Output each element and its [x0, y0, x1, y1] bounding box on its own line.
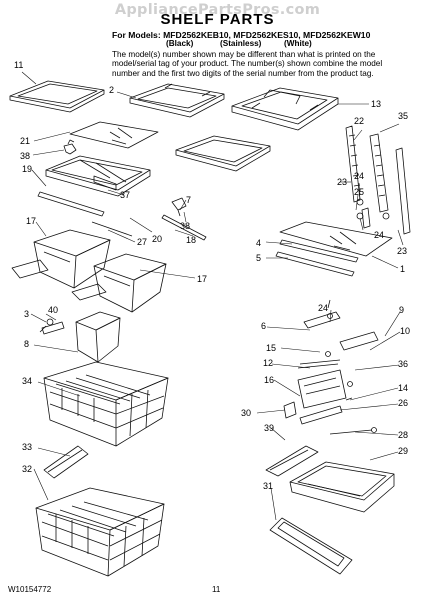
part-16-36-14-assembly	[298, 370, 353, 408]
callout-24-bracket: 24	[318, 303, 329, 313]
callout-25: 25	[354, 187, 365, 197]
callout-28: 28	[398, 430, 409, 440]
part-38-clip-lower	[172, 198, 186, 216]
callout-21: 21	[20, 136, 31, 146]
callout-36: 36	[398, 359, 409, 369]
callout-39: 39	[264, 423, 275, 433]
page-title: SHELF PARTS	[160, 11, 275, 28]
callout-33: 33	[22, 442, 33, 452]
part-6-9-bracket	[304, 300, 340, 328]
callout-18: 18	[186, 235, 197, 245]
part-40-slides	[12, 260, 106, 334]
callout-30: 30	[241, 408, 252, 418]
part-38-clip	[64, 140, 76, 154]
callout-14: 14	[398, 383, 409, 393]
part-27-20-18-rails	[38, 192, 206, 240]
part-13-shelf-frame	[232, 88, 338, 130]
callout-27: 27	[137, 237, 148, 247]
part-29-deli-drawer	[290, 462, 394, 512]
part-10-15-12	[298, 332, 378, 368]
callout-10: 10	[400, 326, 411, 336]
callout-12: 12	[263, 358, 274, 368]
part-1-glass-shelf	[276, 222, 392, 276]
callout-13: 13	[371, 99, 382, 109]
part-22-rail	[346, 126, 360, 202]
variant-stainless: (Stainless)	[220, 39, 262, 48]
callout-7: 7	[186, 195, 192, 205]
callout-6: 6	[261, 321, 267, 331]
callout-3: 3	[24, 309, 30, 319]
callout-22: 22	[354, 116, 365, 126]
part-23-rail	[362, 148, 410, 234]
note-line: The model(s) number shown may be differe…	[112, 50, 376, 59]
models-line: For Models: MFD2562KEB10, MFD2562KES10, …	[112, 30, 371, 40]
callout-1: 1	[400, 264, 406, 274]
part-19-crisper-cover-frame	[46, 156, 150, 196]
part-24-25-screws	[357, 199, 389, 219]
callout-23-rail: 23	[397, 246, 408, 256]
part-32-wire-basket	[36, 488, 164, 576]
callout-2: 2	[109, 85, 115, 95]
callout-26: 26	[398, 398, 409, 408]
callout-16: 16	[264, 375, 275, 385]
part-30-26-28	[284, 402, 377, 434]
callout-11: 11	[14, 60, 24, 70]
callout-4: 4	[256, 238, 262, 248]
note-line: model/serial tag of your product. The nu…	[112, 59, 383, 69]
model-note: The model(s) number shown may be differe…	[112, 50, 412, 78]
callout-32: 32	[22, 464, 33, 474]
callout-17-right: 17	[197, 274, 208, 284]
callout-24-rail: 24	[374, 230, 385, 240]
part-17-crisper-bin-left	[34, 230, 110, 288]
part-34-wire-basket	[44, 362, 168, 446]
callout-29: 29	[398, 446, 409, 456]
callout-20: 20	[152, 234, 163, 244]
part-33-handle	[44, 446, 88, 478]
callout-9: 9	[399, 305, 405, 315]
part-17-crisper-bin-right	[94, 254, 166, 312]
note-line: number and the first two digits of the s…	[112, 68, 374, 78]
callout-24: 24	[354, 171, 365, 181]
callout-40: 40	[48, 305, 59, 315]
part-35-rail	[370, 134, 388, 212]
watermark: AppliancePartsPros.com	[114, 2, 321, 18]
callout-34: 34	[22, 376, 33, 386]
part-39-handle	[266, 446, 318, 476]
page-number: 11	[212, 585, 221, 594]
callout-38: 38	[20, 151, 31, 161]
part-11-glass-shelf	[10, 81, 104, 112]
callout-31: 31	[263, 481, 274, 491]
part-3-screw	[40, 319, 53, 332]
part-31-drawer-front	[270, 518, 352, 574]
callout-19: 19	[22, 164, 33, 174]
variant-white: (White)	[284, 39, 312, 48]
callout-23: 23	[337, 177, 348, 187]
callout-38-lower: 38	[180, 221, 191, 231]
part-2-shelf-frame	[130, 84, 224, 117]
callout-8: 8	[24, 339, 30, 349]
part-7-glass-shelf	[176, 136, 270, 171]
callout-37: 37	[120, 190, 131, 200]
variant-black: (Black)	[166, 39, 194, 48]
callout-17: 17	[26, 216, 37, 226]
leader-lines	[22, 72, 403, 520]
callout-35: 35	[398, 111, 409, 121]
part-21-glass	[70, 122, 158, 148]
callout-15: 15	[266, 343, 277, 353]
callout-5: 5	[256, 253, 262, 263]
document-number: W10154772	[8, 585, 52, 594]
part-37-divider	[94, 176, 116, 190]
part-8-pan	[76, 312, 120, 362]
